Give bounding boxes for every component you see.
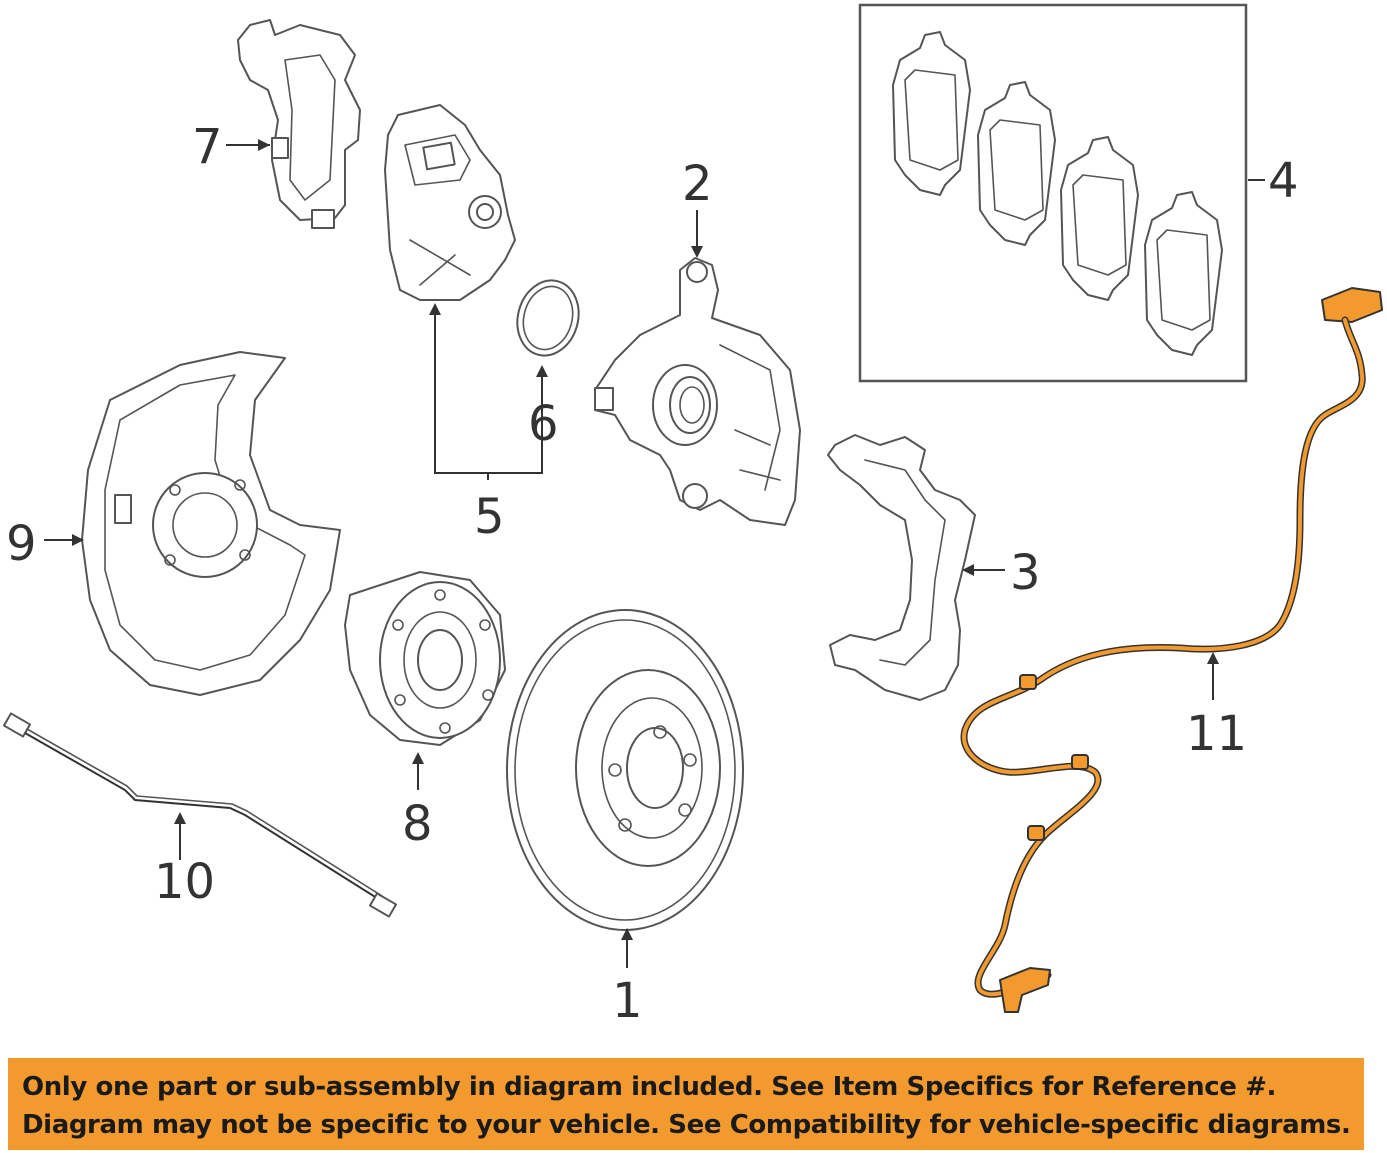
part-7-cover bbox=[237, 19, 361, 229]
callout-5: 5 bbox=[474, 489, 505, 545]
part-1-rotor bbox=[506, 609, 744, 931]
part-6-seal-ring bbox=[516, 279, 580, 357]
callout-3: 3 bbox=[1010, 545, 1041, 601]
part-9-splash-shield bbox=[81, 351, 341, 696]
part-8-hub-bearing bbox=[344, 571, 506, 746]
callout-2: 2 bbox=[682, 156, 713, 212]
part-2-caliper bbox=[594, 257, 801, 526]
callout-8: 8 bbox=[402, 796, 433, 852]
callout-10: 10 bbox=[154, 854, 215, 910]
callout-11: 11 bbox=[1186, 706, 1247, 762]
brake-assembly-diagram: 7 2 4 6 5 9 3 11 8 10 1 bbox=[2, 3, 1383, 1029]
part-5-motor-housing bbox=[384, 104, 516, 301]
callout-1: 1 bbox=[612, 973, 643, 1029]
disclaimer-line-1: Only one part or sub-assembly in diagram… bbox=[22, 1072, 1276, 1102]
disclaimer-banner: Only one part or sub-assembly in diagram… bbox=[8, 1058, 1364, 1150]
disclaimer-line-2: Diagram may not be specific to your vehi… bbox=[22, 1110, 1351, 1140]
part-11-abs-sensor bbox=[960, 287, 1383, 1013]
callout-4: 4 bbox=[1268, 153, 1299, 209]
callout-7: 7 bbox=[192, 119, 223, 175]
callout-6: 6 bbox=[528, 396, 559, 452]
part-10-wear-sensor bbox=[2, 712, 398, 918]
leader-lines bbox=[44, 139, 1265, 968]
callout-9: 9 bbox=[6, 516, 37, 572]
part-3-carrier bbox=[827, 434, 976, 701]
part-4-pads-box bbox=[858, 3, 1248, 383]
